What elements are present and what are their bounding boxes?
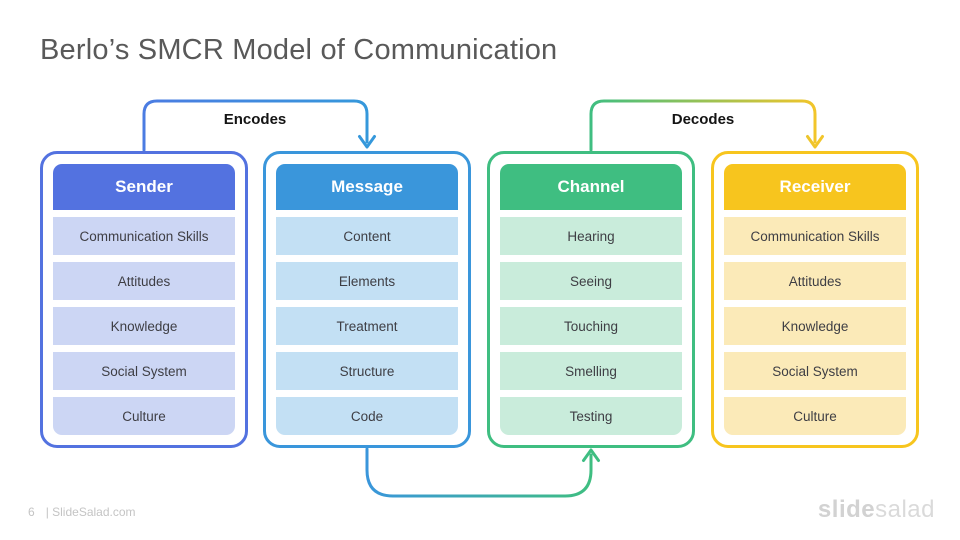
list-item: Attitudes <box>724 262 906 300</box>
list-item: Culture <box>724 397 906 435</box>
logo-text-bold: slide <box>817 496 876 523</box>
slidesalad-logo: slidesalad <box>818 496 935 524</box>
receiver-header: Receiver <box>724 164 906 210</box>
list-item: Knowledge <box>53 307 235 345</box>
message-column: Message Content Elements Treatment Struc… <box>263 151 471 448</box>
page-number: 6 <box>28 505 35 519</box>
message-header: Message <box>276 164 458 210</box>
list-item: Hearing <box>500 217 682 255</box>
list-item: Elements <box>276 262 458 300</box>
page-title: Berlo’s SMCR Model of Communication <box>40 34 558 66</box>
list-item: Testing <box>500 397 682 435</box>
footer: 6 | SlideSalad.com <box>28 505 136 519</box>
list-item: Smelling <box>500 352 682 390</box>
encodes-label: Encodes <box>223 111 287 128</box>
encodes-arrow <box>142 99 376 152</box>
sender-header: Sender <box>53 164 235 210</box>
list-item: Social System <box>724 352 906 390</box>
list-item: Attitudes <box>53 262 235 300</box>
list-item: Knowledge <box>724 307 906 345</box>
list-item: Structure <box>276 352 458 390</box>
list-item: Culture <box>53 397 235 435</box>
receiver-column: Receiver Communication Skills Attitudes … <box>711 151 919 448</box>
list-item: Touching <box>500 307 682 345</box>
channel-header: Channel <box>500 164 682 210</box>
decodes-label: Decodes <box>671 111 735 128</box>
list-item: Code <box>276 397 458 435</box>
sender-column: Sender Communication Skills Attitudes Kn… <box>40 151 248 448</box>
channel-column: Channel Hearing Seeing Touching Smelling… <box>487 151 695 448</box>
decodes-arrow <box>589 99 824 152</box>
footer-site-text: | SlideSalad.com <box>45 505 136 519</box>
list-item: Communication Skills <box>53 217 235 255</box>
list-item: Seeing <box>500 262 682 300</box>
logo-text-light: salad <box>875 496 935 523</box>
list-item: Content <box>276 217 458 255</box>
list-item: Social System <box>53 352 235 390</box>
list-item: Treatment <box>276 307 458 345</box>
list-item: Communication Skills <box>724 217 906 255</box>
message-to-channel-arrow <box>365 447 600 498</box>
